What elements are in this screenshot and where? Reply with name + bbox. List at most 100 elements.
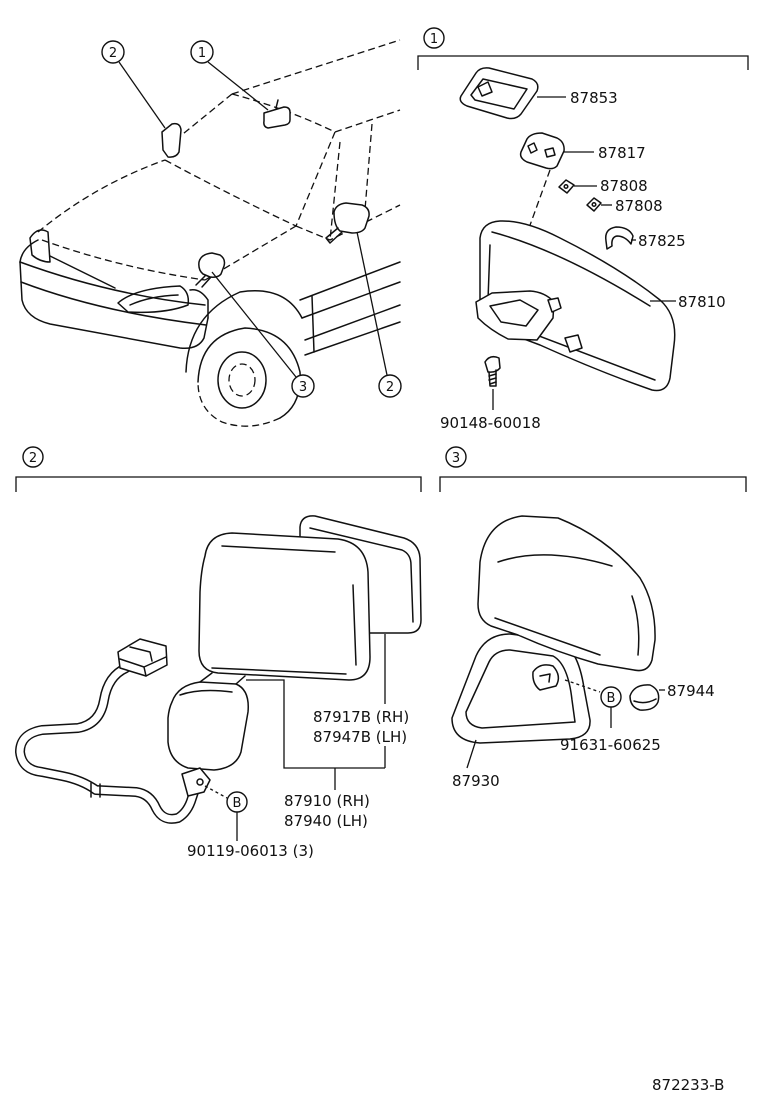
bumper-outline [19,261,209,350]
inner-mirror-lower-tab [564,334,583,353]
mirror-glass-rim [309,527,414,623]
vehicle-overview: 2 1 3 2 [19,39,402,427]
callout-fender-mirror: 3 [299,380,307,395]
part-number-inner-mirror: 87810 [678,293,726,311]
bumper-top [19,261,206,306]
fender-mirror-base [451,633,591,744]
door-front-line [311,295,315,353]
housing-bottom-lip [211,667,347,675]
fender-mirror-cap [629,684,660,711]
mirror-cover-tab [477,81,493,97]
fender-mirror-cap-edge [633,698,657,704]
clip-upper-hole [563,183,569,190]
callout-left-mirror: 2 [109,46,117,61]
mirror-holder-slot-a [527,142,538,154]
wire-harness-fill [16,664,200,823]
leader-right-mirror [356,231,388,376]
wire-connector [117,638,168,677]
door-pillar [329,141,341,241]
left-a-pillar [177,93,233,139]
ref-b-dashed-line [204,785,228,799]
ref-b3-dashed-line [564,679,601,693]
hood-front-edge [41,239,206,281]
door-mirror-base-edge [179,689,233,696]
right-door-mirror-stalk [325,227,343,244]
side-sill [304,321,401,356]
side-rocker [304,304,401,341]
part-number-clamp: 87825 [638,232,686,250]
door-belt-line [295,204,401,241]
part-number-base: 87930 [452,772,500,790]
section-2-label-circle [22,446,44,468]
inner-mirror-mount-tab [547,297,562,313]
part-number-fender-screw: 91631-60625 [560,736,661,754]
housing-arm [199,672,246,685]
housing-side-curve [352,584,357,666]
holder-to-mirror-line [528,169,551,229]
callout-circle-fender-mirror [291,374,315,398]
part-number-door-mirror-screw: 90119-06013 (3) [187,842,314,860]
wheel-hub-inner [228,363,256,397]
callout-circle-left-mirror [101,40,125,64]
clip-lower [586,197,602,212]
base-cable-grommet [181,767,211,797]
section-1-label: 1 [430,32,438,47]
drawing-number: 872233-B [652,1076,724,1094]
cowl-line [164,159,297,227]
roof-right-edge [334,109,401,133]
near-headlight [117,285,190,314]
inner-mirror-rim [491,231,651,307]
fender-mirror [198,252,226,278]
part-number-screw: 90148-60018 [440,414,541,432]
inner-mirror-mount [475,290,555,341]
far-headlight [29,229,51,263]
section-3-label-circle [445,446,467,468]
section-1-inner-mirror: 1 87853 87817 87808 87808 87825 [417,27,749,432]
left-door-mirror [161,122,182,158]
roof-left-edge [231,39,401,95]
callout-circle-inner-mirror [190,40,214,64]
part-number-mirror-rh: 87910 (RH) [284,792,370,810]
front-corner [19,239,39,263]
fender-mirror-stalk [195,275,212,288]
inner-rear-view-mirror [263,106,291,129]
part-number-mirror-lh: 87940 (LH) [284,812,368,830]
mirror-holder-slot-b [544,147,556,158]
ref-b-marker: B [233,796,242,811]
wire-connector-edge [119,656,167,677]
section-2-label: 2 [29,451,37,466]
fender-mirror-head-side [631,595,640,656]
wire-harness-band [90,782,101,798]
part-number-glass-rh: 87917B (RH) [313,708,409,726]
mirror-holder [519,132,565,170]
rear-door-line [363,123,373,223]
screw-head [484,355,501,373]
fender-front [189,288,209,319]
right-door-mirror [333,202,370,234]
section-2-door-mirror: 2 87917B (RH) 87947B (LH) 87910 (RH) 879… [15,446,422,860]
wheel-arch [185,290,303,373]
fender-mirror-head-crease [497,554,613,567]
part-number-holder: 87817 [598,144,646,162]
wire-connector-latch [129,646,153,662]
leader-inner-mirror [207,61,269,111]
inner-mirror-stay [275,99,279,109]
tire-visible [197,327,301,419]
leader-fender-mirror [211,271,297,378]
base-screw-hole [196,778,204,786]
clip-lower-hole [591,201,597,208]
callout-circle-right-mirror [378,374,402,398]
clamp [604,226,634,250]
fender-mirror-pivot-detail [539,673,551,683]
fender-mirror-base-inner [465,649,576,729]
mirror-cover-inner [470,78,528,110]
bumper-mid-line [20,281,207,326]
section-3-bracket [439,476,747,492]
inner-mirror-body [479,220,676,392]
part-number-cap: 87944 [667,682,715,700]
fender-mirror-pivot [532,664,560,691]
part-number-clip-upper: 87808 [600,177,648,195]
part-number-glass-lh: 87947B (LH) [313,728,407,746]
tire-hidden [197,381,281,427]
leader-left-mirror [118,61,166,129]
